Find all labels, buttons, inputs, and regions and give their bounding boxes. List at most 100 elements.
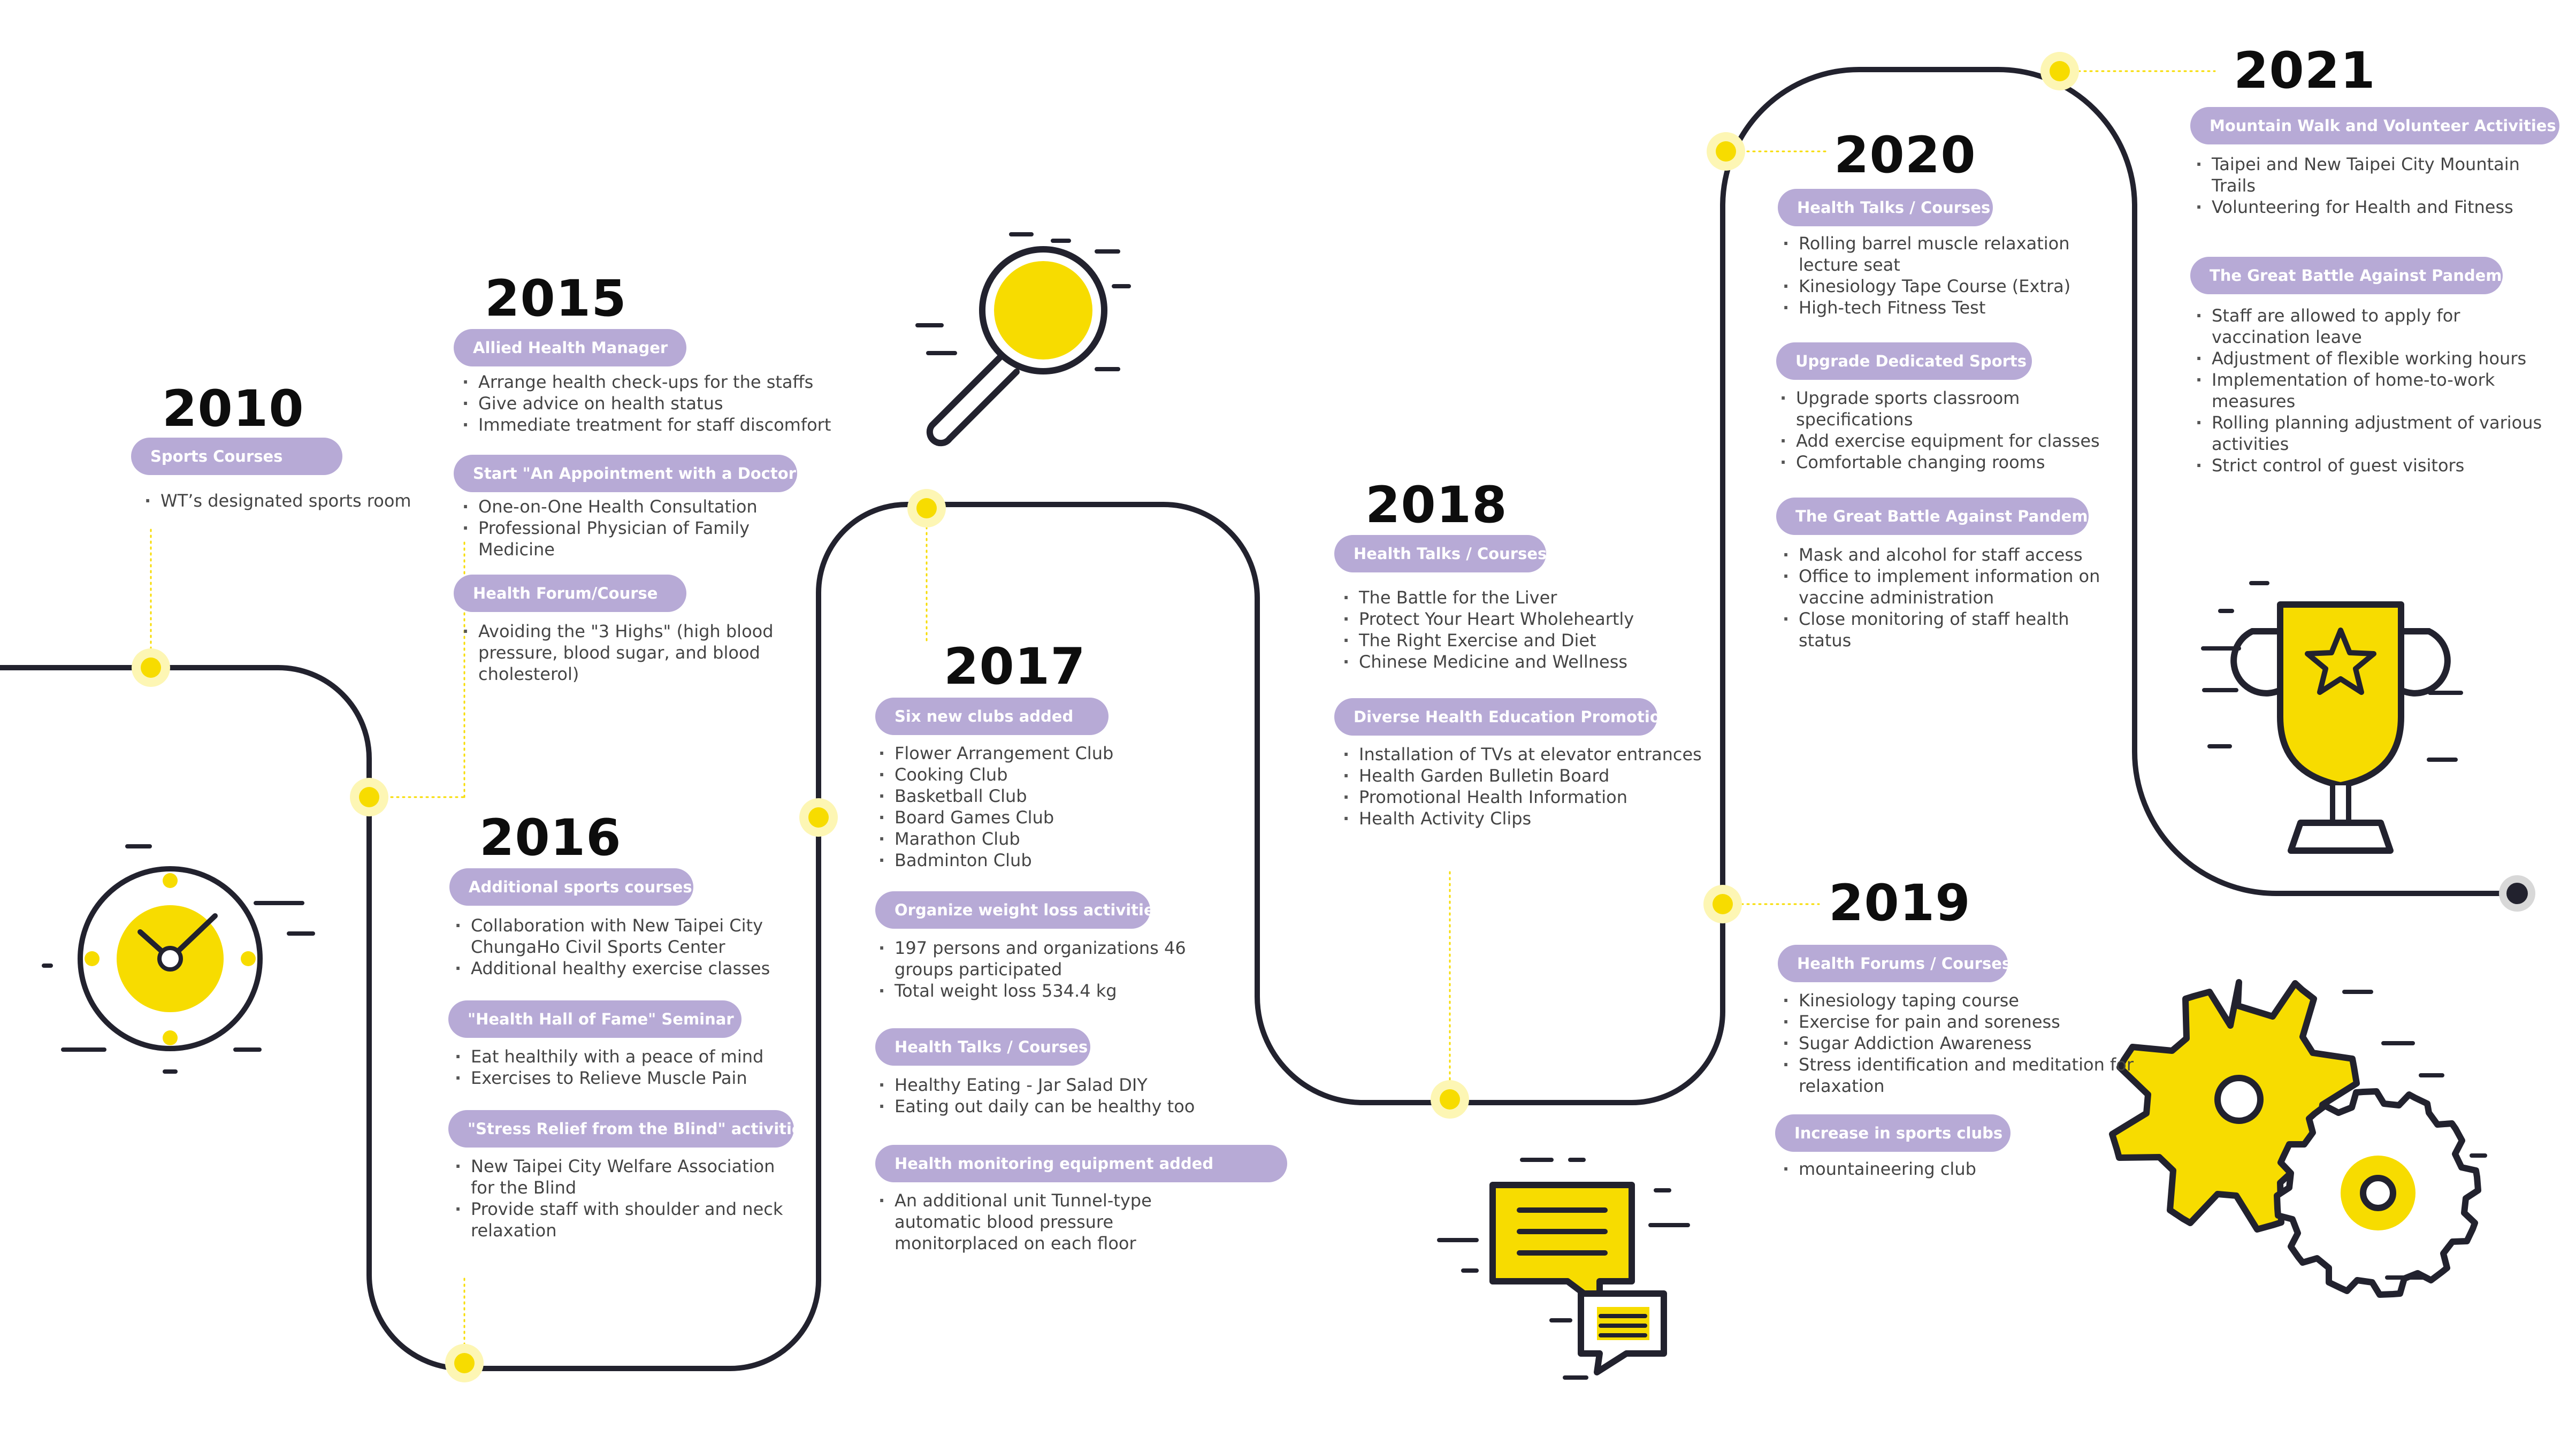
section-items-2017-weight: 197 persons and organizations 46 groups … <box>877 937 1209 1001</box>
section-items-2017-clubs: Flower Arrangement Club Cooking Club Bas… <box>877 743 1177 871</box>
list-item: New Taipei City Welfare Association for … <box>454 1156 801 1198</box>
list-item: 197 persons and organizations 46 groups … <box>877 937 1209 980</box>
section-title-stress-relief: "Stress Relief from the Blind" activitie… <box>448 1110 794 1148</box>
node-2016 <box>445 1344 484 1382</box>
year-2019: 2019 <box>1829 874 1971 932</box>
list-item: Provide staff with shoulder and neck rel… <box>454 1198 801 1241</box>
list-item: Rolling planning adjustment of various a… <box>2195 412 2558 455</box>
list-item: WT’s designated sports room <box>143 490 422 511</box>
list-item: Staff are allowed to apply for vaccinati… <box>2195 305 2558 348</box>
list-item: Arrange health check-ups for the staffs <box>461 371 836 393</box>
year-2020: 2020 <box>1834 126 1976 185</box>
chat-bubbles-icon <box>1437 1158 1690 1380</box>
list-item: Basketball Club <box>877 785 1177 807</box>
section-items-2016-stress: New Taipei City Welfare Association for … <box>454 1156 801 1241</box>
list-item: Sugar Addiction Awareness <box>1782 1033 2145 1054</box>
list-item: Health Activity Clips <box>1342 808 1716 829</box>
section-items-2015-appointment: One-on-One Health Consultation Professio… <box>461 496 782 560</box>
list-item: Volunteering for Health and Fitness <box>2195 196 2537 218</box>
list-item: Close monitoring of staff health status <box>1782 608 2113 651</box>
section-items-2019-forums: Kinesiology taping course Exercise for p… <box>1782 990 2145 1097</box>
list-item: Professional Physician of Family Medicin… <box>461 517 782 560</box>
node-2016-side <box>799 798 838 837</box>
list-item: Installation of TVs at elevator entrance… <box>1342 744 1716 765</box>
list-item: Comfortable changing rooms <box>1779 452 2121 473</box>
list-item: Flower Arrangement Club <box>877 743 1177 764</box>
list-item: Office to implement information on vacci… <box>1782 565 2113 608</box>
section-title-health-talks-2018: Health Talks / Courses <box>1334 535 1546 572</box>
section-title-allied-health-manager: Allied Health Manager <box>454 329 686 366</box>
year-2010: 2010 <box>162 380 304 438</box>
track-end-node <box>2499 875 2535 912</box>
list-item: One-on-One Health Consultation <box>461 496 782 517</box>
section-title-health-forums-2019: Health Forums / Courses <box>1778 945 2008 982</box>
list-item: Marathon Club <box>877 828 1177 850</box>
year-2017: 2017 <box>944 638 1086 696</box>
list-item: Health Garden Bulletin Board <box>1342 765 1716 786</box>
list-item: Total weight loss 534.4 kg <box>877 980 1209 1001</box>
section-title-health-talks-2017: Health Talks / Courses <box>875 1028 1090 1066</box>
list-item: Adjustment of flexible working hours <box>2195 348 2558 369</box>
trophy-icon <box>2201 581 2463 854</box>
list-item: Eat healthily with a peace of mind <box>454 1046 796 1067</box>
node-2021 <box>2040 52 2079 90</box>
section-title-additional-sports-courses: Additional sports courses <box>449 868 693 906</box>
node-2015 <box>350 778 388 816</box>
clock-icon <box>42 844 315 1074</box>
node-2020 <box>1707 132 1745 171</box>
section-title-weight-loss: Organize weight loss activities <box>875 891 1150 929</box>
section-title-pandemic-2021: The Great Battle Against Pandemic <box>2190 257 2503 294</box>
section-items-2020-upgrade: Upgrade sports classroom specifications … <box>1779 387 2121 473</box>
section-title-sports-courses: Sports Courses <box>131 438 342 475</box>
list-item: Mask and alcohol for staff access <box>1782 544 2113 565</box>
list-item: The Right Exercise and Diet <box>1342 630 1684 651</box>
section-title-health-talks-2020: Health Talks / Courses <box>1778 189 1993 226</box>
year-2021: 2021 <box>2234 42 2376 100</box>
section-title-mountain-walk: Mountain Walk and Volunteer Activities <box>2190 107 2559 144</box>
list-item: mountaineering club <box>1782 1158 2103 1180</box>
list-item: Avoiding the "3 Highs" (high blood press… <box>461 621 798 685</box>
list-item: Cooking Club <box>877 764 1177 785</box>
list-item: Protect Your Heart Wholeheartly <box>1342 608 1684 630</box>
list-item: Chinese Medicine and Wellness <box>1342 651 1684 672</box>
section-items-2020-talks: Rolling barrel muscle relaxation lecture… <box>1782 233 2103 318</box>
magnifier-icon <box>915 232 1131 447</box>
section-items-2016-sports: Collaboration with New Taipei City Chung… <box>454 915 807 979</box>
gears-icon <box>2109 979 2487 1298</box>
section-title-monitoring-equipment: Health monitoring equipment added <box>875 1145 1287 1182</box>
node-2010 <box>132 648 170 687</box>
section-title-health-hall-of-fame: "Health Hall of Fame" Seminar <box>448 1000 742 1038</box>
year-2018: 2018 <box>1365 476 1508 534</box>
year-2015: 2015 <box>485 270 627 328</box>
section-items-2018-talks: The Battle for the Liver Protect Your He… <box>1342 587 1684 672</box>
list-item: Rolling barrel muscle relaxation lecture… <box>1782 233 2103 276</box>
section-title-health-forum: Health Forum/Course <box>454 575 686 612</box>
year-2016: 2016 <box>479 809 622 867</box>
section-title-six-new-clubs: Six new clubs added <box>875 698 1109 735</box>
node-2019 <box>1703 885 1742 923</box>
list-item: High-tech Fitness Test <box>1782 297 2103 318</box>
timeline-track <box>0 67 2517 1371</box>
list-item: Strict control of guest visitors <box>2195 455 2558 476</box>
list-item: Additional healthy exercise classes <box>454 958 807 979</box>
list-item: Taipei and New Taipei City Mountain Trai… <box>2195 154 2537 196</box>
section-items-2015-forum: Avoiding the "3 Highs" (high blood press… <box>461 621 798 685</box>
section-title-upgrade-classroom: Upgrade Dedicated Sports Classroom <box>1776 342 2032 380</box>
list-item: The Battle for the Liver <box>1342 587 1684 608</box>
list-item: Add exercise equipment for classes <box>1779 430 2121 452</box>
section-items-2010-sports: WT’s designated sports room <box>143 490 422 511</box>
section-title-pandemic-2020: The Great Battle Against Pandemic <box>1776 498 2089 535</box>
list-item: Board Games Club <box>877 807 1177 828</box>
section-items-2015-allied: Arrange health check-ups for the staffs … <box>461 371 836 435</box>
list-item: Promotional Health Information <box>1342 786 1716 808</box>
list-item: Kinesiology taping course <box>1782 990 2145 1011</box>
list-item: Healthy Eating - Jar Salad DIY <box>877 1074 1220 1096</box>
section-title-sports-clubs-2019: Increase in sports clubs <box>1775 1114 2011 1152</box>
list-item: Immediate treatment for staff discomfort <box>461 414 836 435</box>
list-item: Give advice on health status <box>461 393 836 414</box>
list-item: Exercises to Relieve Muscle Pain <box>454 1067 796 1089</box>
list-item: Eating out daily can be healthy too <box>877 1096 1220 1117</box>
section-title-appointment-doctor: Start "An Appointment with a Doctor" <box>454 455 797 492</box>
list-item: Implementation of home-to-work measures <box>2195 369 2558 412</box>
list-item: Upgrade sports classroom specifications <box>1779 387 2121 430</box>
